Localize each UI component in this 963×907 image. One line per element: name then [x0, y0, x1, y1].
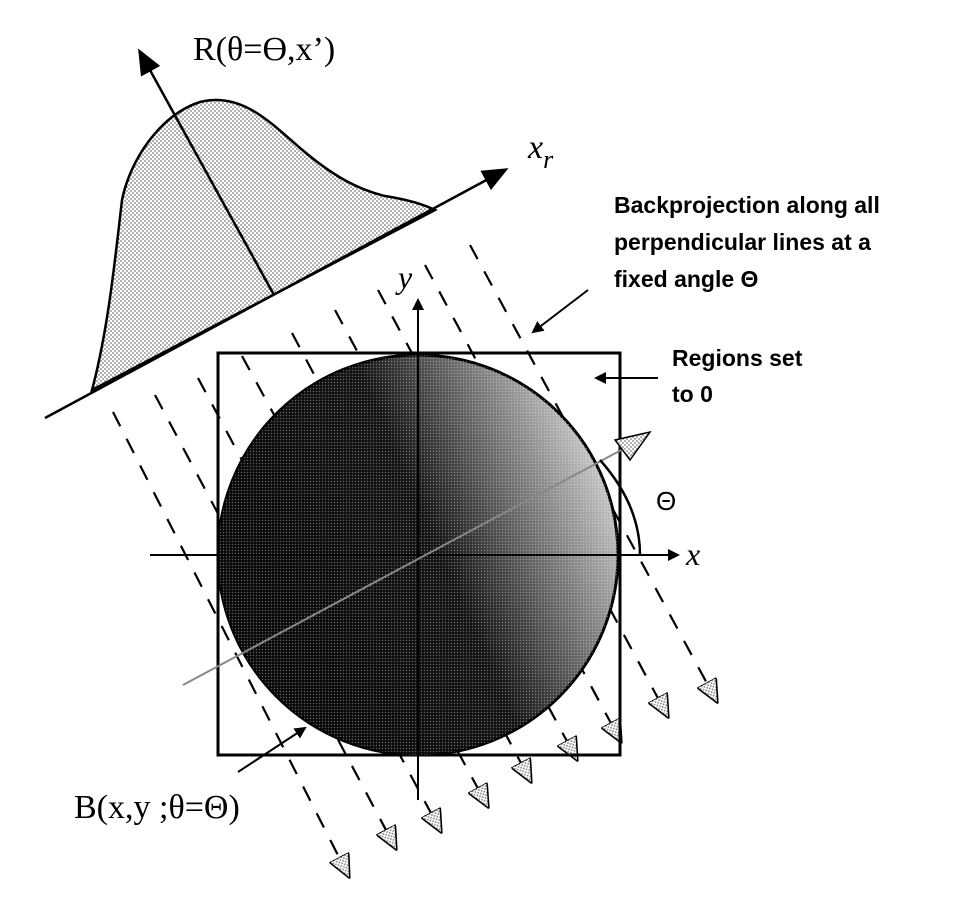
regions-note-line2: to 0 [672, 381, 713, 407]
regions-note-line1: Regions set [672, 345, 803, 371]
backprojection-pointer-arrow [531, 289, 589, 334]
dashed-line [112, 411, 348, 875]
angle-label: Θ [656, 486, 676, 516]
rotated-axis-arrowhead [613, 430, 652, 462]
x-axis-label: x [685, 536, 700, 572]
xr-axis-label: xr [527, 129, 554, 174]
backprojection-label: B(x,y ;θ=Θ) [74, 789, 240, 826]
backprojection-note-line3: fixed angle Θ [614, 266, 758, 292]
y-axis-label: y [395, 259, 413, 295]
angle-arc [599, 459, 642, 556]
backprojection-note-line2: perpendicular lines at a [614, 229, 871, 255]
projection-direction-axis [138, 48, 276, 296]
xr-axis [44, 168, 509, 420]
projection-label: R(θ=ϴ,x’) [193, 31, 335, 68]
dashed-line [469, 244, 716, 700]
backprojection-label-pointer-arrow [237, 726, 307, 773]
backprojection-note-line1: Backprojection along all [614, 192, 880, 218]
rotated-axis-through-object [182, 439, 641, 686]
projection-profile [90, 98, 438, 393]
